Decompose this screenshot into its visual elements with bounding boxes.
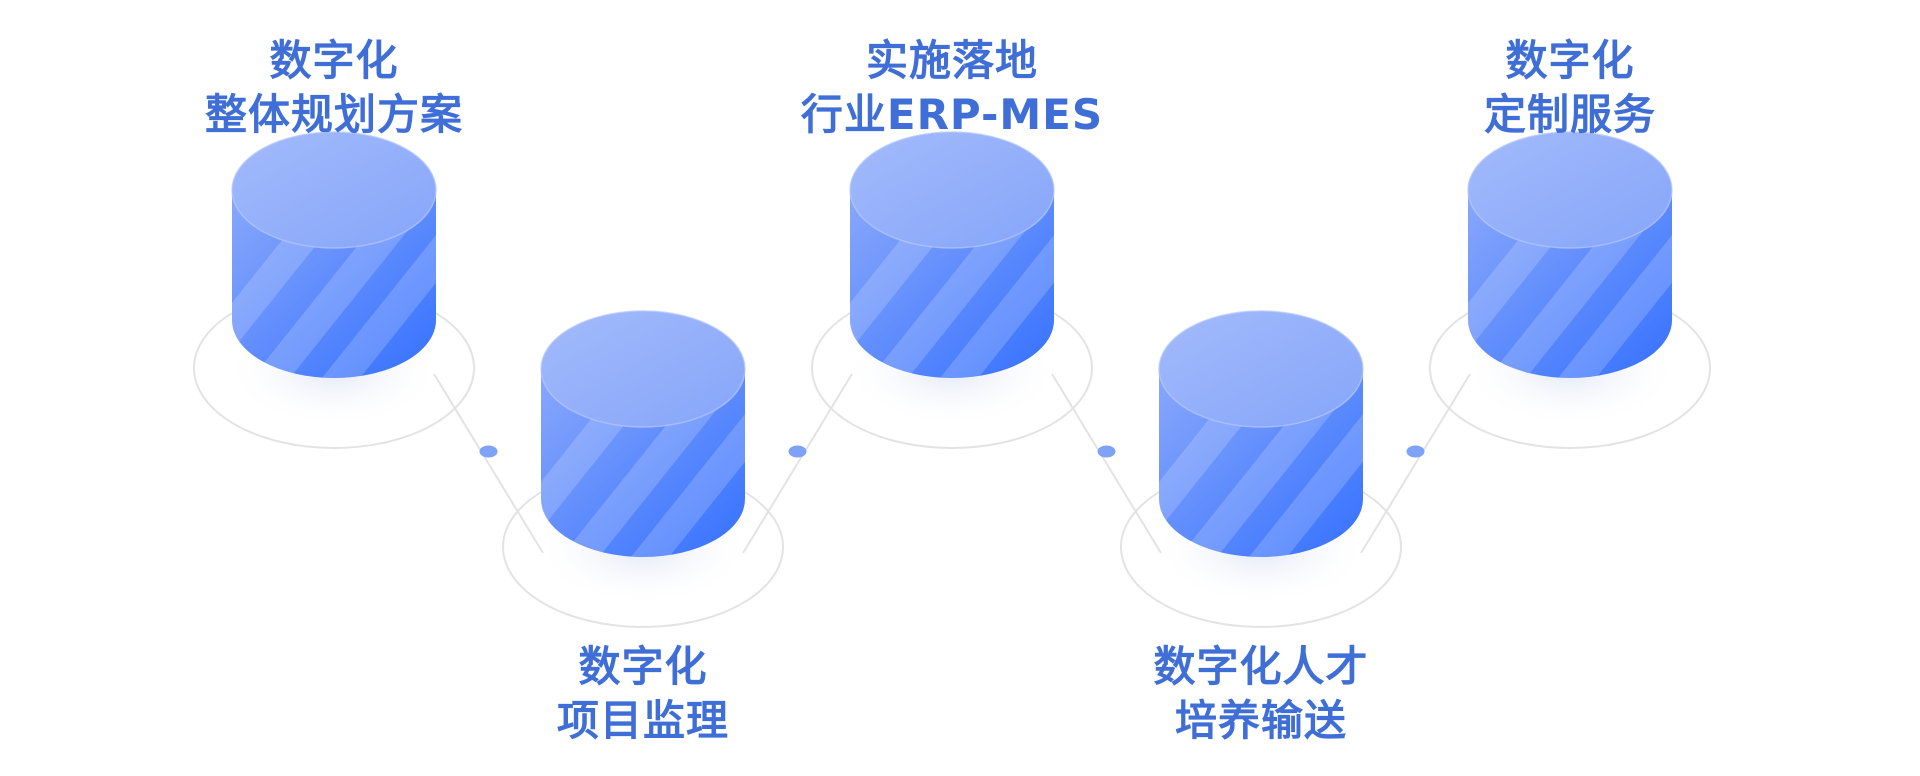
cylinder-node-3: [811, 131, 1093, 449]
stage-label-4-line-1: 数字化人才: [1153, 642, 1369, 691]
cylinder-top-rim: [849, 131, 1055, 249]
stage-label-2-line-1: 数字化: [578, 642, 708, 691]
stage-label-4-line-2: 培养输送: [1174, 696, 1347, 745]
cylinder-top: [541, 311, 745, 427]
connector-line: [1360, 373, 1471, 554]
stage-label-3: 实施落地 行业ERP-MES: [742, 34, 1162, 142]
connector-dot: [479, 445, 498, 458]
connector-line: [742, 373, 853, 554]
connector-line: [1051, 373, 1162, 554]
stage-label-2: 数字化 项目监理: [433, 640, 853, 748]
stage-label-2-line-2: 项目监理: [556, 696, 729, 745]
connector-lines: [433, 373, 1471, 554]
connector-line: [433, 373, 544, 554]
sheen-stripe: [631, 369, 745, 557]
stage-label-1-line-2: 整体规划方案: [204, 90, 463, 139]
sheen-stripe: [1558, 190, 1672, 378]
cylinder-node-1: [193, 131, 475, 449]
connector-dot: [788, 445, 807, 458]
stage-label-1-line-1: 数字化: [269, 36, 399, 85]
cylinder-top-rim: [540, 310, 746, 428]
sheen-stripe: [322, 190, 436, 378]
cylinder-top-rim: [231, 131, 437, 249]
cylinder-top-rim: [1467, 131, 1673, 249]
sheen-stripe: [1249, 369, 1363, 557]
stage-label-1: 数字化 整体规划方案: [124, 34, 544, 142]
cylinder-node-2: [502, 310, 784, 628]
cylinder-top: [232, 132, 436, 248]
stage-label-5: 数字化 定制服务: [1360, 34, 1780, 142]
cylinder-top: [1468, 132, 1672, 248]
stage-label-3-line-1: 实施落地: [865, 36, 1038, 85]
stage-label-5-line-2: 定制服务: [1483, 90, 1656, 139]
cylinder-node-4: [1120, 310, 1402, 628]
cylinder-top-rim: [1158, 310, 1364, 428]
cylinder-top: [1159, 311, 1363, 427]
cylinder-top: [850, 132, 1054, 248]
stage-nodes: [193, 131, 1711, 628]
cylinder-node-5: [1429, 131, 1711, 449]
stage-label-5-line-1: 数字化: [1505, 36, 1635, 85]
connector-dot: [1406, 445, 1425, 458]
connector-dot: [1097, 445, 1116, 458]
stage-label-4: 数字化人才 培养输送: [1051, 640, 1471, 748]
stage-label-3-line-2: 行业ERP-MES: [800, 90, 1104, 139]
sheen-stripe: [940, 190, 1054, 378]
